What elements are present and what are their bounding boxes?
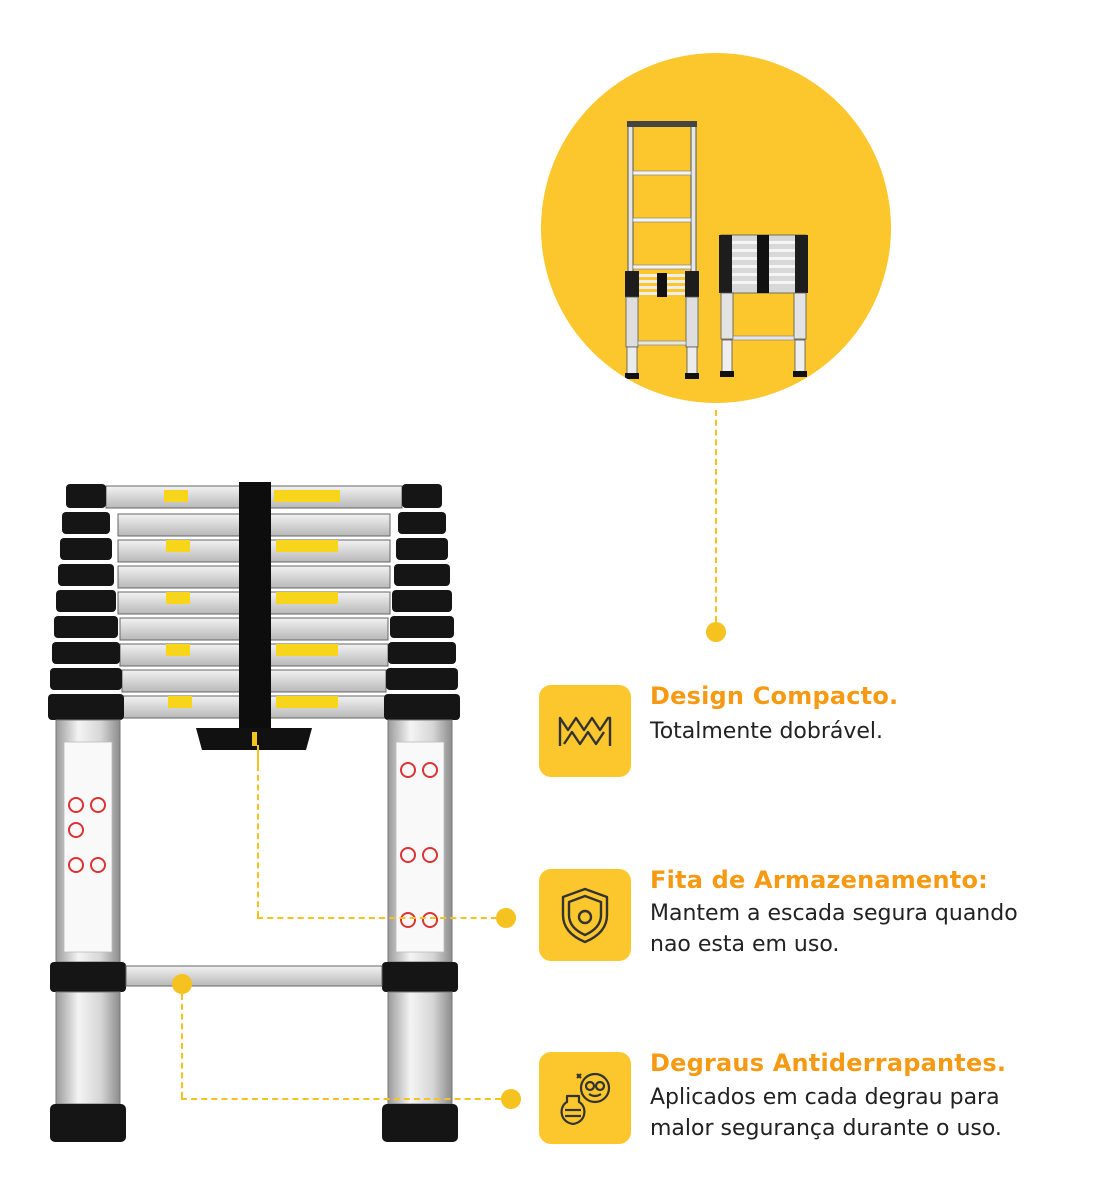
strap-pointer-stem (257, 745, 259, 765)
feature-desc-compact-design: Totalmente dobrável. (650, 716, 883, 747)
feature-desc-storage-strap: Mantem a escada segura quando nao esta e… (650, 898, 1018, 960)
rung-connector-vertical (181, 994, 183, 1098)
strap-connector-horizontal (257, 917, 497, 919)
feature-desc-line: Totalmente dobrável. (650, 719, 884, 744)
folded-ladder-illustration (48, 482, 460, 1142)
feature-desc-line: malor segurança durante o uso. (650, 1116, 1002, 1141)
compact-design-marker (706, 622, 726, 642)
feature-desc-anti-slip-steps: Aplicados em cada degrau para malor segu… (650, 1082, 1002, 1144)
rung-connector-horizontal (181, 1098, 501, 1100)
zigzag-folding-icon (558, 716, 612, 746)
feature-title-compact-design: Design Compacto. (650, 682, 899, 710)
shield-icon (561, 887, 609, 944)
extended-and-folded-ladders-illustration (625, 121, 808, 379)
feature-desc-line: nao esta em uso. (650, 932, 840, 957)
feature-desc-line: Mantem a escada segura quando (650, 901, 1018, 926)
compact-design-connector (715, 410, 717, 622)
anti-slip-marker (501, 1089, 521, 1109)
compact-design-badge (539, 685, 631, 777)
feature-title-anti-slip-steps: Degraus Antiderrapantes. (650, 1049, 1007, 1077)
product-variants-circle (541, 53, 891, 403)
rung-marker (172, 974, 192, 994)
anti-slip-steps-badge (539, 1052, 631, 1144)
storage-strap-marker (496, 908, 516, 928)
feature-desc-line: Aplicados em cada degrau para (650, 1085, 1000, 1110)
feature-title-storage-strap: Fita de Armazenamento: (650, 866, 988, 894)
storage-strap-badge (539, 869, 631, 961)
strap-connector-vertical (257, 765, 259, 917)
non-slip-steps-icon (560, 1072, 611, 1126)
